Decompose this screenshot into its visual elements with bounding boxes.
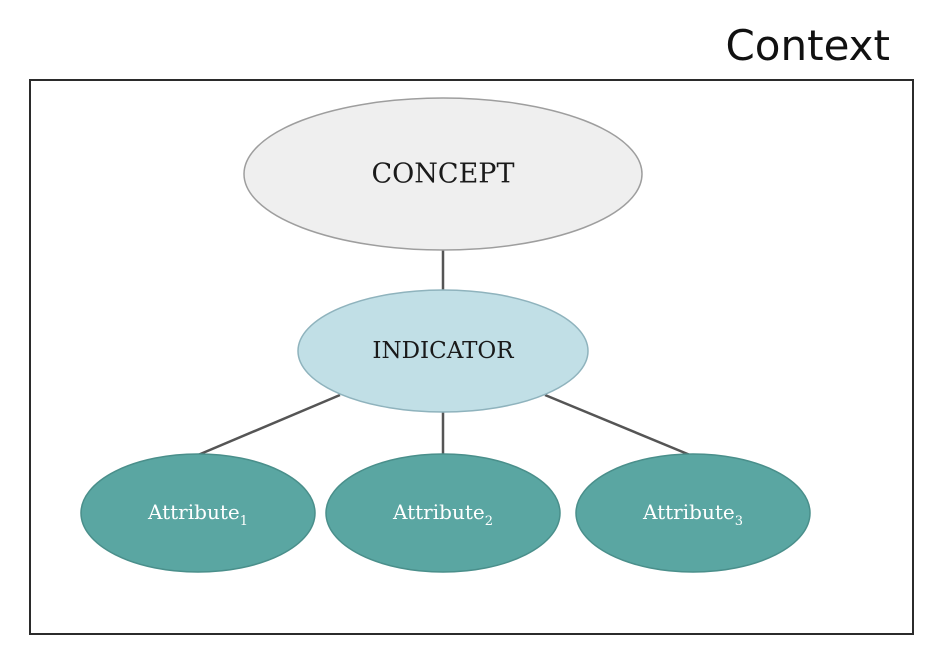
concept-label: CONCEPT [372,159,515,190]
attribute-node-2: Attribute2 [325,453,561,573]
concept-ellipse [243,97,643,251]
connector-indicator-attribute-3 [544,393,691,457]
attribute-3-ellipse [575,453,811,573]
attribute-2-label: Attribute2 [392,500,493,529]
context-title: Context [725,21,890,70]
attribute-node-3: Attribute3 [575,453,811,573]
concept-node: CONCEPT [243,97,643,251]
attribute-1-label: Attribute1 [147,500,248,529]
attribute-2-ellipse [325,453,561,573]
context-frame [29,79,914,635]
connector-indicator-attribute-1 [197,393,341,457]
indicator-label: INDICATOR [372,338,514,364]
indicator-node: INDICATOR [297,289,589,413]
indicator-ellipse [297,289,589,413]
attribute-3-label: Attribute3 [642,500,743,529]
attribute-1-ellipse [80,453,316,573]
attribute-node-1: Attribute1 [80,453,316,573]
